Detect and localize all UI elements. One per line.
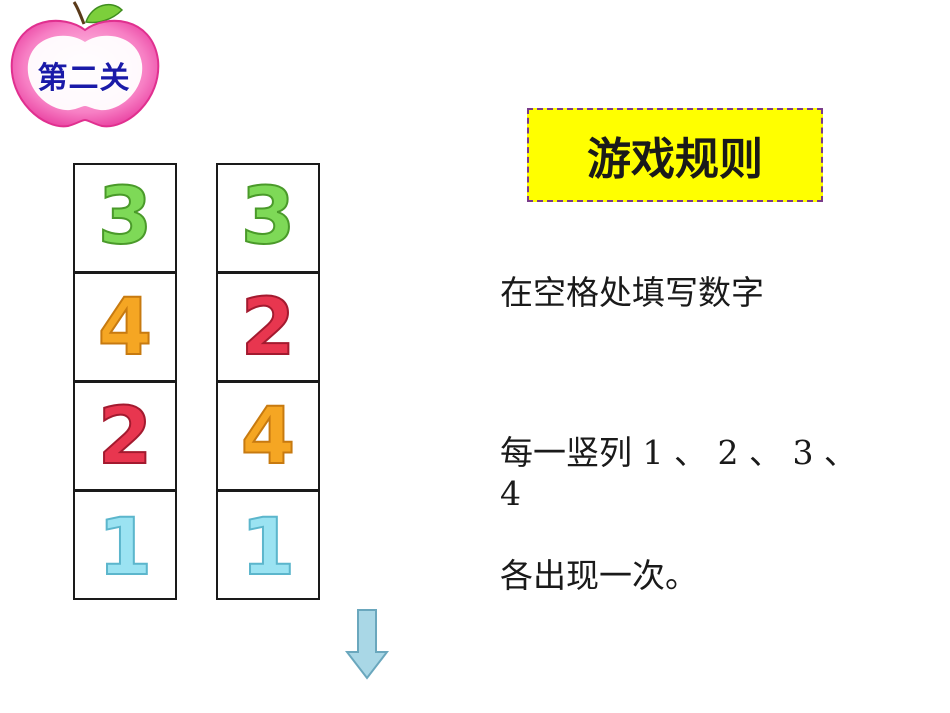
digit-2: 2 [98, 392, 152, 482]
digit-3: 3 [98, 172, 152, 262]
apple-icon [10, 1, 160, 128]
grid-cell[interactable]: 4 [216, 381, 320, 491]
digit-1: 1 [98, 503, 152, 593]
grid-column-2: 3 2 4 1 [216, 163, 320, 603]
digit-3: 3 [241, 172, 295, 262]
grid-cell[interactable]: 2 [216, 272, 320, 382]
digit-4: 4 [98, 283, 152, 373]
level-label: 第二关 [37, 61, 131, 96]
digit-1: 1 [241, 503, 295, 593]
grid-cell[interactable]: 3 [73, 163, 177, 273]
rules-title-box: 游戏规则 [527, 108, 823, 202]
grid-cell[interactable]: 3 [216, 163, 320, 273]
grid-cell[interactable]: 4 [73, 272, 177, 382]
rule-line-2-cont: 4 [500, 474, 521, 513]
rule-line-1: 在空格处填写数字 [500, 273, 764, 312]
down-arrow-icon [344, 608, 390, 680]
grid-cell[interactable]: 1 [73, 490, 177, 600]
digit-2: 2 [241, 283, 295, 373]
rule-line-3: 各出现一次。 [500, 556, 698, 595]
grid-cell[interactable]: 1 [216, 490, 320, 600]
digit-4: 4 [241, 392, 295, 482]
grid-cell[interactable]: 2 [73, 381, 177, 491]
grid-column-1: 3 4 2 1 [73, 163, 177, 603]
level-badge: 第二关 [4, 0, 166, 132]
rule-line-2: 每一竖列 1 、 2 、 3 、 [500, 433, 857, 472]
rules-title: 游戏规则 [587, 134, 763, 185]
